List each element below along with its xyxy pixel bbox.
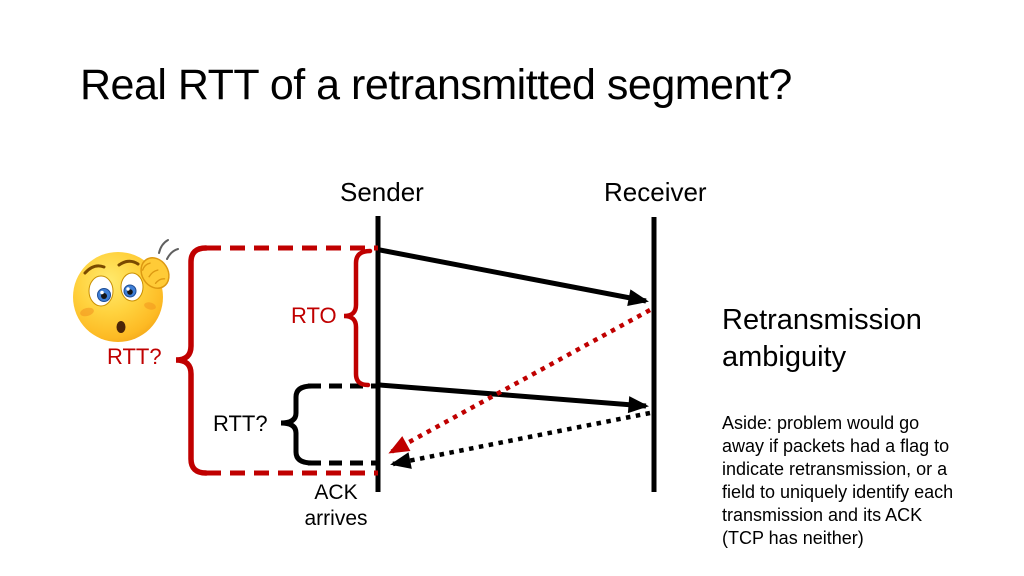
emoji-blush-right (144, 302, 156, 310)
confused-emoji-icon (73, 239, 179, 342)
slide-title: Real RTT of a retransmitted segment? (80, 61, 792, 109)
emoji-mouth (116, 321, 126, 333)
emoji-eyes (88, 272, 144, 307)
ack-of-retransmission-arrow (390, 410, 651, 469)
rtt-outer-label: RTT? (107, 344, 162, 369)
receiver-label: Receiver (604, 177, 707, 207)
rtt-inner-brace (280, 383, 315, 466)
emoji-eyebrow-left (83, 264, 106, 275)
rtt-inner-label: RTT? (213, 411, 268, 436)
retransmission-arrow (379, 382, 649, 414)
retransmission-ambiguity-heading: Retransmission ambiguity (722, 304, 922, 373)
emoji-face (73, 252, 163, 342)
ack-of-first-transmission-arrow (388, 308, 652, 454)
rto-brace (343, 248, 373, 388)
emoji-hand (140, 257, 170, 289)
rtt-outer-brace (175, 245, 209, 476)
aside-note: Aside: problem would go away if packets … (722, 413, 954, 548)
first-transmission-arrow (379, 247, 649, 307)
emoji-motion-lines (158, 239, 179, 260)
sender-label: Sender (340, 177, 424, 207)
emoji-blush-left (80, 307, 94, 317)
emoji-eyebrow-right (117, 259, 140, 267)
ack-arrives-label: ACK arrives (304, 481, 368, 530)
rto-label: RTO (291, 303, 337, 328)
